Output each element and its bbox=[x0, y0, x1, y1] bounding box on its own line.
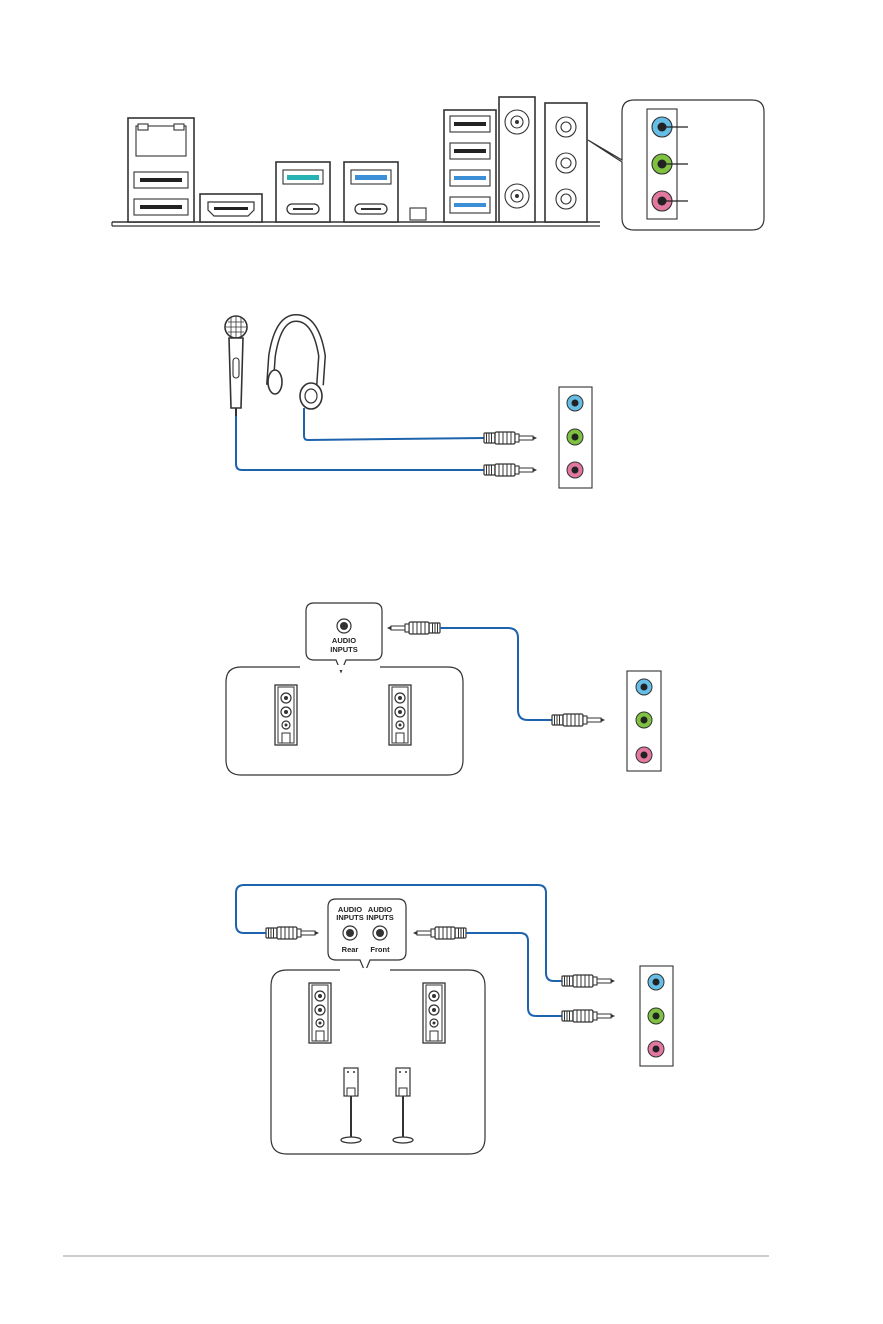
audio-inputs-label: INPUTS bbox=[336, 913, 364, 922]
audio-plug-icon bbox=[387, 622, 440, 634]
microphone-icon bbox=[225, 316, 247, 416]
audio-jack-icon bbox=[640, 966, 673, 1066]
usb-c-port-icon bbox=[344, 162, 398, 222]
speaker-icon bbox=[275, 685, 297, 745]
audio-inputs-label: INPUTS bbox=[366, 913, 394, 922]
four-channel-speaker-connection: AUDIO INPUTS AUDIO INPUTS Rear Front bbox=[236, 885, 673, 1154]
audio-jack-icon bbox=[627, 671, 661, 771]
speaker-icon bbox=[309, 983, 331, 1043]
audio-plug-icon bbox=[266, 927, 319, 939]
audio-plug-icon bbox=[413, 927, 466, 939]
audio-plug-icon bbox=[484, 464, 537, 476]
rear-io-panel bbox=[112, 97, 764, 230]
front-label: Front bbox=[370, 945, 390, 954]
audio-plug-icon bbox=[552, 714, 605, 726]
audio-plug-icon bbox=[562, 975, 615, 987]
bios-flashback-button-icon bbox=[410, 208, 426, 220]
audio-jack-callout bbox=[588, 100, 764, 230]
audio-jack-icon bbox=[559, 387, 592, 488]
speaker-icon bbox=[423, 983, 445, 1043]
rear-label: Rear bbox=[342, 945, 359, 954]
antenna-connector-icon bbox=[499, 97, 535, 222]
headphone-icon bbox=[268, 318, 322, 409]
usb-c-port-icon bbox=[276, 162, 330, 222]
audio-plug-icon bbox=[562, 1010, 615, 1022]
two-channel-speaker-connection: AUDIO INPUTS bbox=[226, 603, 661, 775]
audio-jack-icon bbox=[545, 103, 587, 222]
audio-plug-icon bbox=[484, 432, 537, 444]
headphone-mic-connection bbox=[225, 316, 592, 488]
usb-port-icon bbox=[444, 110, 496, 222]
audio-inputs-label: INPUTS bbox=[330, 645, 358, 654]
speaker-icon bbox=[389, 685, 411, 745]
audio-inputs-label: AUDIO bbox=[332, 636, 356, 645]
hdmi-port-icon bbox=[200, 194, 262, 222]
